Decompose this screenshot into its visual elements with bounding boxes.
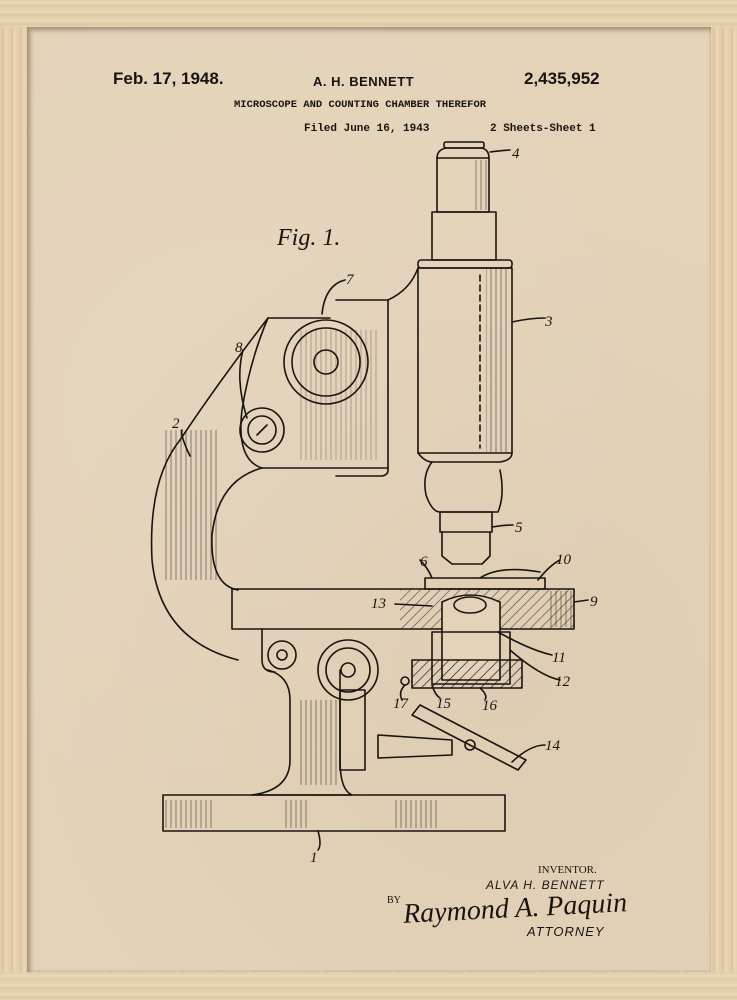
- filed-date: Filed June 16, 1943: [304, 123, 430, 135]
- patent-date: Feb. 17, 1948.: [113, 69, 224, 88]
- part-11: 11: [552, 650, 566, 666]
- part-2: 2: [172, 416, 180, 432]
- part-15: 15: [436, 696, 452, 712]
- microscope-drawing: 1 2 3 4 5 6 7 8 9 10 11 12 13 14 15 16 1…: [150, 141, 598, 866]
- part-5: 5: [515, 520, 523, 536]
- part-9: 9: [590, 594, 598, 610]
- frame-bottom: [0, 973, 737, 1000]
- figure-label: Fig. 1.: [277, 225, 341, 251]
- inventor-name: ALVA H. BENNETT: [486, 878, 605, 892]
- part-7: 7: [346, 272, 355, 288]
- part-6: 6: [420, 554, 428, 570]
- part-10: 10: [556, 552, 572, 568]
- patent-number: 2,435,952: [524, 69, 600, 88]
- part-16: 16: [482, 698, 498, 714]
- part-13: 13: [371, 596, 386, 612]
- inventor-header: A. H. BENNETT: [313, 74, 415, 89]
- base: [162, 794, 506, 832]
- attorney-label: ATTORNEY: [527, 924, 605, 939]
- part-12: 12: [555, 674, 571, 690]
- part-14: 14: [545, 738, 561, 754]
- frame-top: [0, 0, 737, 27]
- by-label: BY: [387, 895, 401, 906]
- inventor-label: INVENTOR.: [538, 864, 597, 876]
- sheet-count: 2 Sheets-Sheet 1: [490, 123, 596, 135]
- part-4: 4: [512, 146, 520, 162]
- part-3: 3: [544, 314, 553, 330]
- part-8: 8: [235, 340, 243, 356]
- part-17: 17: [393, 696, 410, 712]
- patent-title: MICROSCOPE AND COUNTING CHAMBER THEREFOR: [234, 99, 487, 111]
- part-1: 1: [310, 850, 318, 866]
- patent-sheet: Feb. 17, 1948. A. H. BENNETT 2,435,952 M…: [27, 27, 711, 972]
